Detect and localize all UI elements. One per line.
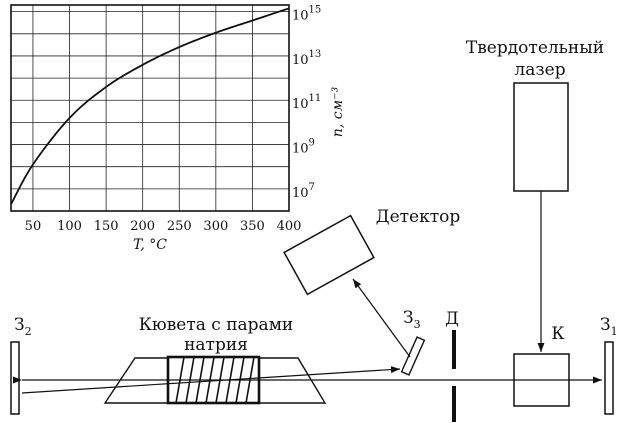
optical-setup: Твердотельный лазер К З1 З2 Д З3 Детекто… <box>10 38 618 422</box>
y-tick-label: 109 <box>292 138 315 157</box>
x-tick-label: 350 <box>240 219 265 234</box>
detector-label: Детектор <box>376 207 461 227</box>
laser-label-line2: лазер <box>514 60 565 80</box>
y-axis-label: n, см⁻³ <box>330 86 346 137</box>
laser-box <box>513 82 569 192</box>
tilted-beam <box>21 366 401 394</box>
detector-box <box>283 214 375 296</box>
laser-label-line1: Твердотельный <box>466 38 604 58</box>
y-tick-labels: 107 109 1011 1013 1015 <box>292 5 321 201</box>
x-tick-label: 300 <box>203 219 228 234</box>
y-tick-label: 107 <box>292 182 315 201</box>
detector-beam-arrow <box>352 278 411 358</box>
chart-frame <box>10 4 290 212</box>
mirror-z1-label: З1 <box>600 315 618 338</box>
k-label: К <box>551 324 564 344</box>
y-tick-label: 1013 <box>292 49 321 68</box>
y-tick-label: 1011 <box>292 93 321 112</box>
chart-grid <box>11 5 290 212</box>
y-tick-label: 1015 <box>292 5 321 24</box>
x-tick-label: 400 <box>277 219 302 234</box>
x-tick-label: 150 <box>94 219 119 234</box>
density-curve <box>10 7 290 205</box>
cuvette-label-line2: натрия <box>184 335 248 355</box>
x-tick-labels: 50 100 150 200 250 300 350 400 <box>25 219 302 234</box>
mirror-z3-label: З3 <box>403 308 421 331</box>
mirror-z2-label: З2 <box>14 315 32 338</box>
mirror-z1 <box>604 341 614 415</box>
x-tick-label: 250 <box>167 219 192 234</box>
mirror-z3 <box>400 336 426 376</box>
x-axis-label: T, °C <box>133 237 167 253</box>
x-tick-label: 100 <box>57 219 82 234</box>
cuvette-label-line1: Кювета с парами <box>139 315 294 335</box>
x-tick-label: 50 <box>25 219 42 234</box>
mirror-z2 <box>10 341 20 415</box>
x-tick-label: 200 <box>130 219 155 234</box>
diaphragm-label: Д <box>445 309 459 329</box>
